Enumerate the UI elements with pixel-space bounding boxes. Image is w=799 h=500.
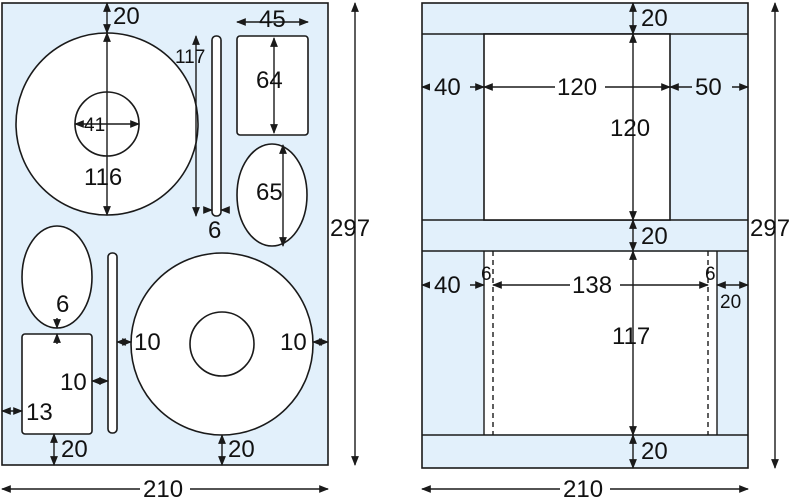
label-r-height: 297 <box>750 215 790 242</box>
label-bottom-left: 20 <box>61 436 88 463</box>
label-oval-gap: 6 <box>56 291 69 318</box>
label-r-lower-width: 138 <box>572 272 612 299</box>
label-disc-right-gap: 10 <box>280 329 307 356</box>
label-r-lower-width-bg <box>570 272 620 298</box>
label-r-lower-right-margin: 20 <box>720 292 741 313</box>
label-r-left-margin-bg <box>430 74 470 100</box>
left-sheet: 20 116 41 117 6 45 64 65 6 10 10 10 13 2… <box>1 2 370 500</box>
right-sheet: 20 40 120 50 120 20 40 6 138 6 20 117 20… <box>421 2 790 500</box>
label-r-width: 210 <box>563 476 603 500</box>
strip-lower <box>107 252 118 434</box>
strip-upper <box>211 35 222 217</box>
label-disc-left-gap: 10 <box>134 329 161 356</box>
label-r-center-width: 120 <box>557 74 597 101</box>
label-left-margin: 13 <box>26 399 53 426</box>
label-r-center-width-bg <box>555 74 605 100</box>
label-large-hole: 41 <box>84 115 105 136</box>
label-top-margin: 20 <box>113 3 140 30</box>
label-r-lower-left-bg <box>430 272 470 298</box>
label-left-width-bg <box>140 477 190 500</box>
label-strip-gap: 10 <box>60 369 87 396</box>
label-strip-width: 6 <box>208 217 221 244</box>
small-disc-hole <box>189 311 255 377</box>
label-r-gap-right: 6 <box>705 264 716 285</box>
label-r-right-margin: 50 <box>695 74 722 101</box>
label-r-right-margin-bg <box>692 74 732 100</box>
label-left-height: 297 <box>330 215 370 242</box>
label-r-gap-left: 6 <box>481 264 492 285</box>
label-r-center-height: 120 <box>610 115 650 142</box>
label-r-lower-height: 117 <box>612 323 650 350</box>
label-r-left-margin: 40 <box>434 74 461 101</box>
label-r-width-bg <box>560 477 610 500</box>
upper-window <box>483 33 671 221</box>
oval-upper <box>236 143 308 247</box>
label-bottom-disc: 20 <box>228 436 255 463</box>
label-r-top-margin: 20 <box>641 5 668 32</box>
label-oval-upper: 65 <box>256 179 283 206</box>
label-strip-length: 117 <box>175 47 205 68</box>
label-rect-height: 64 <box>256 67 283 94</box>
label-large-disc: 116 <box>84 164 122 191</box>
label-r-bottom-margin: 20 <box>641 438 668 465</box>
label-r-mid-band: 20 <box>641 223 668 250</box>
label-r-lower-left-margin: 40 <box>434 272 461 299</box>
label-left-width: 210 <box>143 476 183 500</box>
label-rect-width: 45 <box>259 6 286 33</box>
